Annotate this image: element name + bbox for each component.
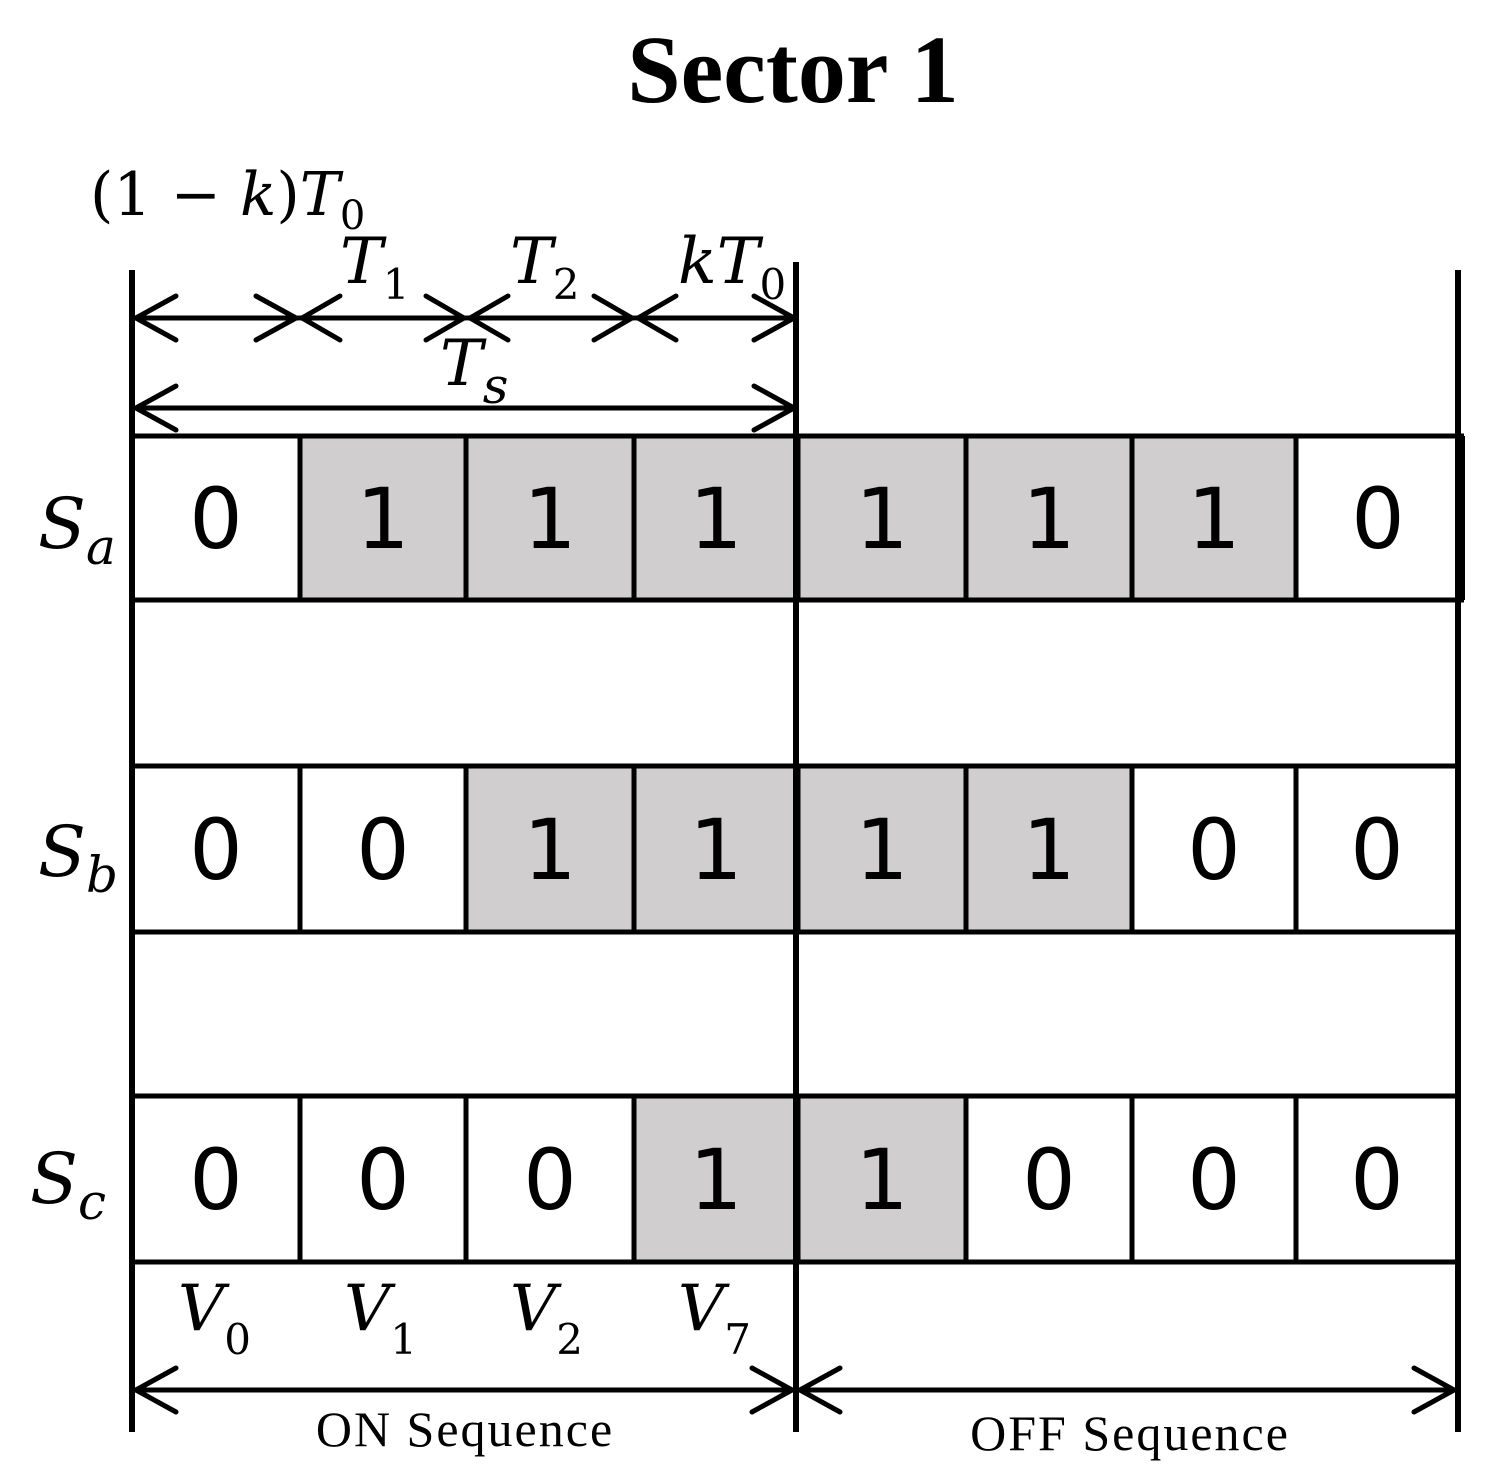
ts-symbol: T [440, 327, 487, 401]
vector-label-v0: V0 [178, 1272, 251, 1364]
arrow-off-sequence [795, 1365, 1459, 1415]
vector-v1-symbol: V [344, 1272, 396, 1346]
zero-time-prefix: (1 − [90, 160, 240, 230]
row-label-sa: Sa [38, 483, 116, 576]
on-sequence-label: ON Sequence [316, 1401, 614, 1457]
vector-v7-sub: 7 [724, 1315, 751, 1364]
cell-value-sb-1: 0 [356, 801, 409, 899]
vector-label-v2: V2 [510, 1272, 583, 1364]
cell-value-sa-7: 0 [1351, 470, 1404, 568]
cell-sb-2 [463, 763, 637, 935]
sequence-arrows [131, 1365, 1459, 1415]
arrow-t1-segment [297, 293, 469, 343]
vector-v0-sub: 0 [224, 1315, 251, 1364]
cell-value-sc-3: 1 [689, 1131, 742, 1229]
row-label-sb-sub: b [86, 846, 118, 904]
diagram-title: Sector 1 [627, 16, 958, 123]
arrow-on-sequence [131, 1365, 797, 1415]
row-label-sa-sub: a [86, 518, 116, 576]
k-time-symbol: T [717, 225, 764, 299]
cell-value-sa-5: 1 [1022, 470, 1075, 568]
row-label-sb-symbol: S [38, 811, 86, 893]
cell-value-sb-7: 0 [1350, 801, 1403, 899]
cell-value-sa-2: 1 [523, 470, 576, 568]
cell-sa-0 [129, 433, 303, 603]
vector-v1-sub: 1 [390, 1315, 417, 1364]
vector-label-v7: V7 [678, 1272, 751, 1364]
k-time-prefix: k [678, 225, 717, 299]
cell-sc-3 [631, 1093, 801, 1265]
row-label-sc-symbol: S [30, 1138, 78, 1220]
ts-label: Ts [440, 327, 508, 415]
cell-value-sb-4: 1 [855, 801, 908, 899]
cell-sa-6 [1129, 433, 1299, 603]
row-label-sa-symbol: S [38, 483, 86, 565]
cell-value-sb-0: 0 [189, 801, 242, 899]
cell-value-sb-3: 1 [689, 801, 742, 899]
cell-value-sb-5: 1 [1022, 801, 1075, 899]
cell-value-sc-6: 0 [1187, 1131, 1240, 1229]
cell-value-sc-2: 0 [523, 1131, 576, 1229]
t2-symbol: T [510, 225, 557, 299]
vector-v7-symbol: V [678, 1272, 730, 1346]
cell-value-sa-0: 0 [189, 470, 242, 568]
row-label-sc: Sc [30, 1138, 106, 1231]
t2-sub: 2 [553, 260, 580, 309]
t1-symbol: T [340, 225, 387, 299]
vector-v0-symbol: V [178, 1272, 230, 1346]
arrow-zero-segment [131, 293, 301, 343]
vector-v2-symbol: V [510, 1272, 562, 1346]
cell-value-sa-6: 1 [1187, 470, 1240, 568]
zero-time-var: k [240, 160, 276, 230]
row-label-sc-sub: c [78, 1173, 106, 1231]
cell-value-sa-4: 1 [855, 470, 908, 568]
zero-vector-time-label: (1 − k)T0 [90, 160, 365, 239]
cell-sb-4 [795, 763, 969, 935]
vector-labels: V0 V1 V2 V7 [178, 1272, 751, 1364]
cell-value-sb-6: 0 [1187, 801, 1240, 899]
cell-value-sc-4: 1 [855, 1131, 908, 1229]
cell-value-sc-0: 0 [189, 1131, 242, 1229]
arrow-t2-segment [465, 293, 637, 343]
ts-sub: s [483, 357, 509, 415]
zero-time-suffix: ) [276, 160, 299, 230]
zero-time-sub: 0 [340, 193, 365, 239]
vector-v2-sub: 2 [556, 1315, 583, 1364]
cell-sb-0 [129, 763, 303, 935]
row-label-sb: Sb [38, 811, 118, 904]
cell-sb-6 [1129, 763, 1299, 935]
t1-sub: 1 [383, 260, 410, 309]
t1-label: T1 [340, 225, 409, 309]
cell-value-sc-5: 0 [1022, 1131, 1075, 1229]
zero-time-symbol: T [300, 160, 344, 230]
t2-label: T2 [510, 225, 579, 309]
cell-value-sb-2: 1 [523, 801, 576, 899]
off-sequence-label: OFF Sequence [970, 1405, 1290, 1461]
vector-label-v1: V1 [344, 1272, 417, 1364]
cell-value-sc-7: 0 [1350, 1131, 1403, 1229]
cell-value-sa-1: 1 [356, 470, 409, 568]
boundary-lines [129, 262, 1465, 1432]
cell-value-sa-3: 1 [689, 470, 742, 568]
timing-arrows [131, 293, 799, 433]
cell-value-sc-1: 0 [356, 1131, 409, 1229]
cell-sc-6 [1129, 1093, 1299, 1265]
k-time-label: kT0 [678, 225, 786, 309]
